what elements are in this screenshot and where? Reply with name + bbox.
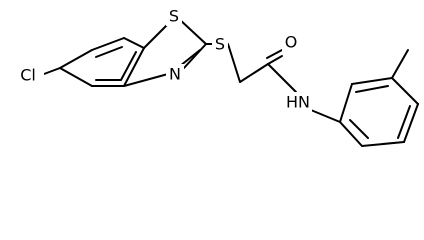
toluene-ring xyxy=(339,49,419,147)
atom-nh: HN xyxy=(284,92,312,112)
atom-label-s-link: S xyxy=(215,35,225,54)
atom-cl: Cl xyxy=(14,64,44,85)
atom-label-n-ring: N xyxy=(169,65,181,84)
structure-canvas: Cl S N S O HN xyxy=(14,6,419,147)
atom-label-nh: HN xyxy=(286,93,310,112)
benzothiazole-benzene-ring xyxy=(59,37,145,87)
atom-label-o: O xyxy=(285,33,298,52)
atom-s-ring: S xyxy=(166,6,182,26)
atom-s-link: S xyxy=(212,34,228,54)
molecule-diagram: Cl S N S O HN xyxy=(14,6,419,147)
side-chain xyxy=(43,43,341,123)
atom-n-ring: N xyxy=(166,64,184,84)
thiazole-ring xyxy=(123,17,207,87)
atom-label-s-ring: S xyxy=(169,7,179,26)
atom-label-cl: Cl xyxy=(20,66,36,85)
atom-o: O xyxy=(282,32,300,52)
